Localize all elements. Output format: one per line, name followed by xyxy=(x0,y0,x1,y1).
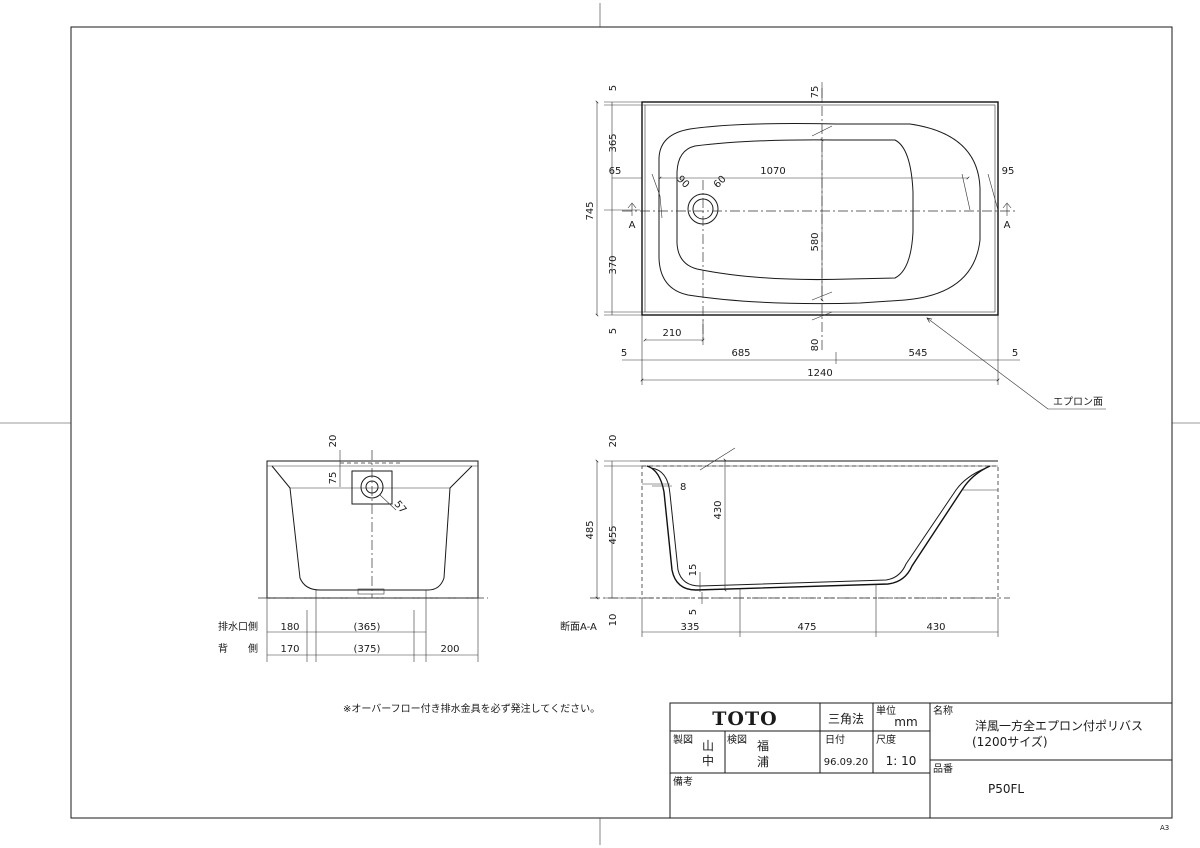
section-view: 20 485 455 10 430 8 15 5 断面A-A 335 475 4… xyxy=(560,435,1010,637)
dim-95: 95 xyxy=(1002,166,1015,177)
date-label: 日付 xyxy=(825,733,845,746)
title-block: TOTO 三角法 単位 mm 名称 洋風一方全エプロン付ポリバス (1200サイ… xyxy=(669,702,1173,819)
scale-label: 尺度 xyxy=(876,733,896,746)
drawn-by-2: 中 xyxy=(702,753,714,768)
apron-label: エプロン面 xyxy=(1053,396,1103,408)
section-mark-left: A xyxy=(629,220,636,231)
sec-dim-20: 20 xyxy=(608,435,619,448)
order-note: ※オーバーフロー付き排水金具を必ず発注してください。 xyxy=(343,702,600,715)
end-dim-20: 20 xyxy=(328,435,339,448)
dim-545: 545 xyxy=(908,348,927,359)
dim-210: 210 xyxy=(662,328,681,339)
sec-dim-8: 8 xyxy=(680,482,686,493)
dim-right-5: 5 xyxy=(1012,348,1018,359)
sec-dim-430-vertical: 430 xyxy=(713,500,724,519)
row2-value-1: 170 xyxy=(280,644,299,655)
sec-dim-475: 475 xyxy=(797,622,816,633)
row1-label: 排水口側 xyxy=(218,620,258,633)
sheet-frame xyxy=(0,3,1200,845)
row2-label: 背 側 xyxy=(218,642,258,655)
checked-label: 検図 xyxy=(727,733,747,746)
product-name-line2: (1200サイズ) xyxy=(972,734,1048,749)
end-dim-75: 75 xyxy=(328,472,339,485)
dim-75: 75 xyxy=(810,86,821,99)
section-label: 断面A-A xyxy=(560,620,597,633)
product-number: P50FL xyxy=(988,782,1024,796)
drawn-label: 製図 xyxy=(673,733,693,746)
dim-370: 370 xyxy=(608,255,619,274)
name-label: 名称 xyxy=(933,704,953,717)
dim-580: 580 xyxy=(810,232,821,251)
remarks-label: 備考 xyxy=(673,775,693,788)
row2-value-2: (375) xyxy=(354,644,381,655)
dim-80: 80 xyxy=(810,339,821,352)
dim-60: 60 xyxy=(712,174,729,191)
unit-label: 単位 xyxy=(876,704,896,717)
dim-365: 365 xyxy=(608,133,619,152)
sec-dim-15: 15 xyxy=(688,564,699,577)
projection-method: 三角法 xyxy=(828,712,864,726)
dim-65: 65 xyxy=(609,166,622,177)
sec-dim-10: 10 xyxy=(608,614,619,627)
unit-value: mm xyxy=(894,715,917,729)
section-mark-right: A xyxy=(1004,220,1011,231)
product-name-line1: 洋風一方全エプロン付ポリバス xyxy=(975,718,1143,733)
drawn-by-1: 山 xyxy=(702,739,714,753)
row1-value-2: (365) xyxy=(354,622,381,633)
plan-view: A A 5 365 745 370 5 75 580 80 65 90 60 1… xyxy=(585,82,1106,410)
dim-745: 745 xyxy=(585,201,596,220)
dim-left-5: 5 xyxy=(621,348,627,359)
checked-by-1: 福 xyxy=(757,738,769,753)
product-number-label: 品番 xyxy=(933,763,953,775)
sec-dim-485: 485 xyxy=(585,520,596,539)
row2-value-3: 200 xyxy=(440,644,459,655)
sec-dim-5: 5 xyxy=(688,609,699,615)
scale-value: 1: 10 xyxy=(886,754,917,768)
dim-1070: 1070 xyxy=(760,166,785,177)
end-view: 20 75 57 排水口側 180 (365) 背 側 170 (375) 20… xyxy=(218,435,488,662)
row1-value-1: 180 xyxy=(280,622,299,633)
checked-by-2: 浦 xyxy=(757,755,769,769)
sheet-size: A3 xyxy=(1160,824,1169,832)
sec-dim-455: 455 xyxy=(608,525,619,544)
toto-logo: TOTO xyxy=(712,708,777,730)
dim-top-5: 5 xyxy=(608,85,619,91)
end-dim-57: 57 xyxy=(392,499,409,516)
dim-685: 685 xyxy=(731,348,750,359)
dim-1240: 1240 xyxy=(807,368,832,379)
dim-bottom-5: 5 xyxy=(608,328,619,334)
sec-dim-335: 335 xyxy=(680,622,699,633)
sec-dim-430-horizontal: 430 xyxy=(926,622,945,633)
date-value: 96.09.20 xyxy=(824,757,869,768)
